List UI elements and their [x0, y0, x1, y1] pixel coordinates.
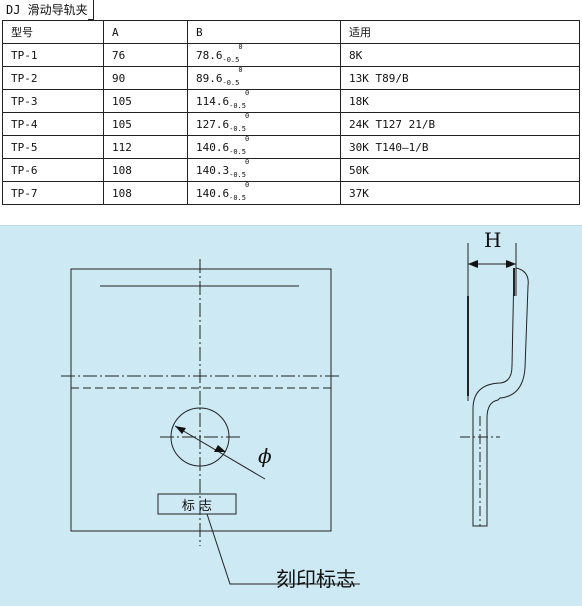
cell-model: TP-2 — [2, 66, 104, 90]
cell-fit: 30K T140—1/B — [340, 135, 580, 159]
tolerance: -0.5 0 — [222, 43, 244, 64]
tolerance: -0.5 0 — [229, 135, 250, 156]
callout-leader — [206, 513, 360, 585]
tolerance-upper: 0 — [244, 158, 250, 167]
tolerance: -0.5 0 — [229, 112, 250, 133]
cell-b-value: 140.6 — [196, 186, 230, 200]
diameter-symbol: ϕ — [258, 444, 272, 468]
tolerance-lower: -0.5 — [229, 124, 246, 133]
tolerance: -0.5 0 — [229, 181, 250, 202]
cell-a: 105 — [103, 112, 188, 136]
tolerance-lower: -0.5 — [229, 170, 246, 179]
cell-b: 89.6-0.5 0 — [187, 66, 341, 90]
cell-b: 78.6-0.5 0 — [187, 43, 341, 67]
page-title: DJ 滑动导轨夹 — [0, 0, 88, 20]
tolerance-upper: 0 — [238, 43, 243, 52]
cell-a: 108 — [103, 158, 188, 182]
tolerance: -0.5 0 — [229, 158, 250, 179]
engraved-mark-callout: 刻印标志 — [276, 567, 356, 591]
cell-fit: 50K — [340, 158, 580, 182]
cell-a: 108 — [103, 181, 188, 205]
header-b: B — [187, 20, 341, 44]
tolerance-upper: 0 — [244, 89, 250, 98]
cell-fit: 37K — [340, 181, 580, 205]
cell-model: TP-7 — [2, 181, 104, 205]
cell-b-value: 114.6 — [196, 94, 230, 108]
plate-outline — [70, 268, 332, 532]
cell-model: TP-5 — [2, 135, 104, 159]
cell-b: 140.3-0.5 0 — [187, 158, 341, 182]
cell-a: 105 — [103, 89, 188, 113]
cell-fit: 8K — [340, 43, 580, 67]
tolerance: -0.5 0 — [222, 66, 244, 87]
cell-b-value: 127.6 — [196, 117, 230, 131]
cell-a: 76 — [103, 43, 188, 67]
cell-model: TP-1 — [2, 43, 104, 67]
cell-b: 140.6-0.5 0 — [187, 135, 341, 159]
drawing-svg — [61, 243, 529, 585]
tolerance-upper: 0 — [244, 135, 250, 144]
tolerance-lower: -0.5 — [222, 78, 240, 87]
cell-fit: 24K T127 21/B — [340, 112, 580, 136]
table-header-row: 型号 A B 适用 — [2, 20, 580, 44]
tolerance-upper: 0 — [238, 66, 243, 75]
cell-b-value: 89.6 — [196, 71, 223, 85]
tolerance-upper: 0 — [244, 112, 250, 121]
tolerance-lower: -0.5 — [229, 193, 246, 202]
tolerance-upper: 0 — [244, 181, 250, 190]
tolerance-lower: -0.5 — [229, 101, 246, 110]
cell-a: 112 — [103, 135, 188, 159]
header-model: 型号 — [2, 20, 104, 44]
cell-b-value: 140.3 — [196, 163, 230, 177]
mark-box-label: 标 志 — [181, 499, 213, 514]
technical-drawing: H ϕ 标 志 刻印标志 — [0, 225, 582, 606]
cell-b: 114.6-0.5 0 — [187, 89, 341, 113]
cell-model: TP-4 — [2, 112, 104, 136]
cell-b-value: 140.6 — [196, 140, 230, 154]
cell-b-value: 78.6 — [196, 48, 223, 62]
tolerance: -0.5 0 — [229, 89, 250, 110]
cell-model: TP-6 — [2, 158, 104, 182]
cell-b: 140.6-0.5 0 — [187, 181, 341, 205]
cell-b: 127.6-0.5 0 — [187, 112, 341, 136]
tolerance-lower: -0.5 — [222, 55, 240, 64]
header-a: A — [103, 20, 188, 44]
mark-box — [157, 493, 237, 515]
header-fit: 适用 — [340, 20, 580, 44]
cell-a: 90 — [103, 66, 188, 90]
cell-fit: 13K T89/B — [340, 66, 580, 90]
tolerance-lower: -0.5 — [229, 147, 246, 156]
cell-model: TP-3 — [2, 89, 104, 113]
diameter-leader — [174, 425, 266, 480]
dimension-h-label: H — [484, 228, 502, 252]
cell-fit: 18K — [340, 89, 580, 113]
